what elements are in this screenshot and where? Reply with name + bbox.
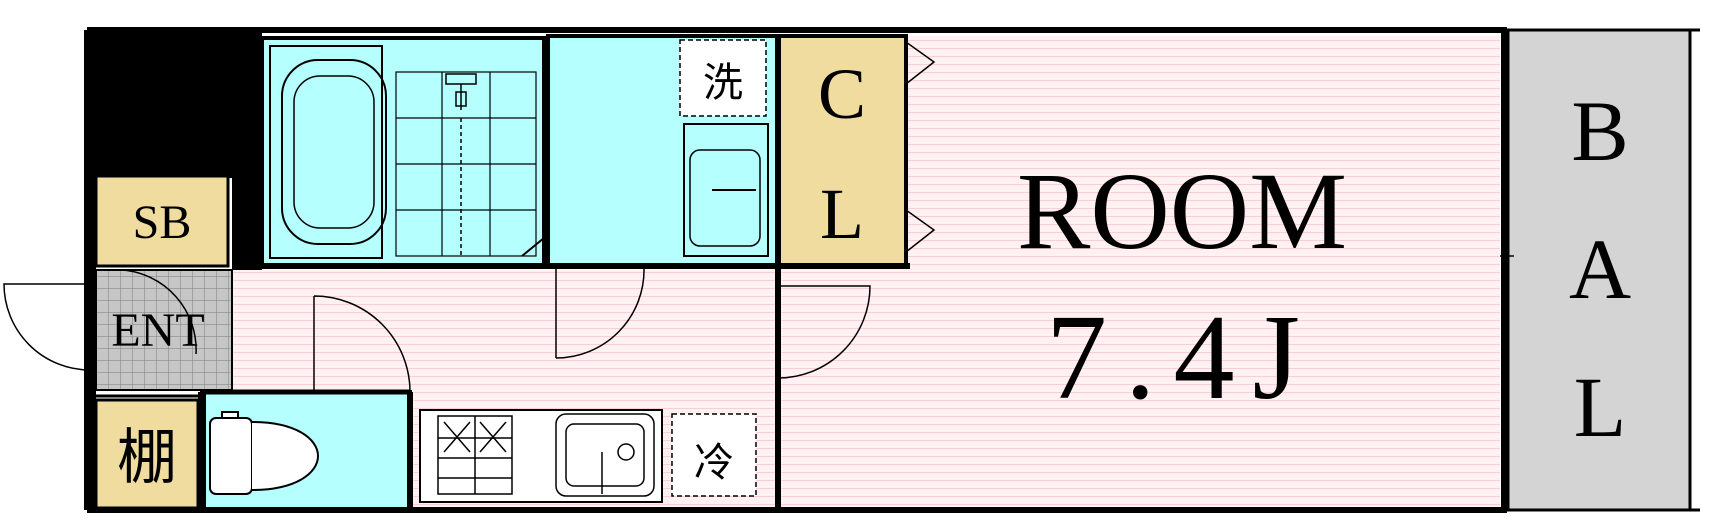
washroom: 洗	[546, 34, 780, 268]
pipe-space	[90, 30, 262, 178]
balcony-label-a: A	[1569, 221, 1631, 317]
room-door-swing	[777, 285, 871, 379]
kitchen: 冷	[419, 409, 757, 503]
balcony-label-b: B	[1571, 83, 1628, 179]
bathtub-icon	[269, 45, 383, 259]
toilet-door-swing	[313, 295, 411, 393]
shoe-box: SB	[94, 174, 230, 268]
toilet-room	[202, 390, 412, 512]
entrance-label: ENT	[111, 304, 204, 357]
entrance: ENT	[95, 269, 233, 391]
washer-space	[679, 39, 767, 117]
balcony	[1500, 28, 1700, 512]
shower-faucet-icon	[445, 73, 477, 256]
shelf-label: 棚	[117, 423, 177, 493]
bathroom	[260, 36, 546, 268]
fridge-label: 冷	[694, 440, 734, 486]
washroom-door-swing	[555, 267, 645, 359]
room-label: ROOM	[1017, 150, 1347, 272]
entrance-door-swing	[3, 283, 91, 371]
room-size-label: 7.4J	[1046, 290, 1318, 425]
kitchen-sink-icon	[555, 413, 655, 497]
closet-label-l: L	[820, 174, 864, 254]
stove-icon	[437, 415, 513, 495]
toilet-icon	[209, 411, 319, 495]
closet-label-c: C	[818, 54, 866, 134]
washer-label: 洗	[703, 60, 743, 106]
fridge-space	[671, 413, 757, 497]
shelf: 棚	[94, 398, 200, 510]
entrance-step-arc	[121, 269, 197, 355]
walls	[84, 27, 1507, 513]
shoe-box-label: SB	[133, 196, 192, 249]
balcony-label-l: L	[1574, 359, 1627, 455]
